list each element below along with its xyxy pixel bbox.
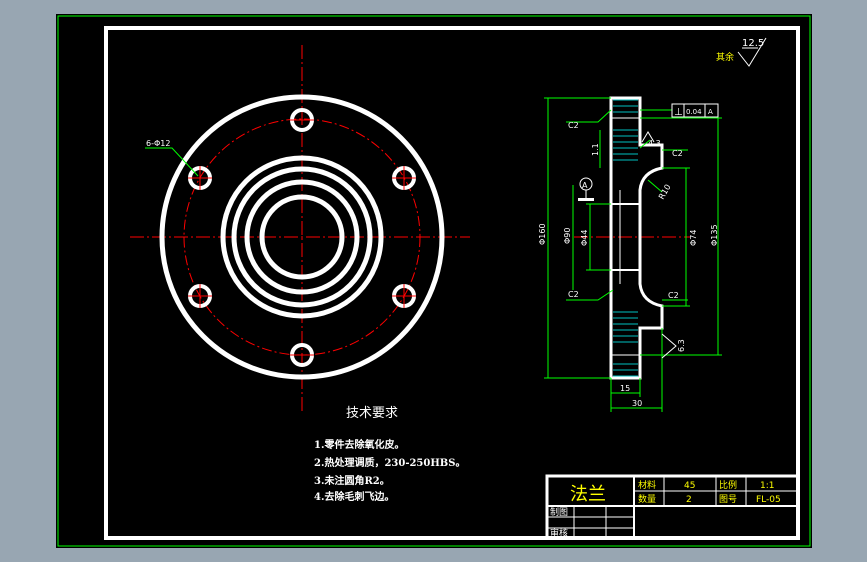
roughness-label: 其余 — [716, 51, 734, 63]
drawing-no-value: FL-05 — [756, 495, 781, 505]
gdt-tolerance: 0.04 — [686, 108, 702, 116]
roughness-mark-icon — [641, 131, 655, 143]
qty-label: 数量 — [638, 493, 656, 505]
dim-text-15: 15 — [620, 384, 630, 393]
hatch-flange-top — [613, 99, 638, 113]
gdt-frame: ⊥ 0.04 A — [671, 103, 719, 118]
front-view: 6-Φ12 — [130, 45, 470, 412]
hatch-lower — [613, 311, 638, 343]
chamfer-label: C2 — [668, 291, 679, 300]
dim-text-11: 1.1 — [591, 143, 600, 156]
scale-value: 1:1 — [760, 481, 774, 491]
roughness-symbol: 12.5 其余 — [716, 37, 767, 67]
inner-frame — [104, 26, 800, 540]
scale-label: 比例 — [719, 479, 737, 491]
hub-circle-2 — [231, 166, 373, 308]
drawing-no-label: 图号 — [719, 494, 737, 505]
dim-text-30: 30 — [632, 399, 642, 408]
gdt-perpendicular-icon: ⊥ — [674, 107, 683, 118]
hole-callout-text: 6-Φ12 — [146, 139, 170, 148]
dim-text-135: Φ135 — [710, 224, 719, 246]
dim-text-90: Φ90 — [563, 228, 572, 244]
bore-circle-1 — [244, 179, 360, 295]
dim-text-63: 6.3 — [677, 339, 686, 352]
hatch-upper — [613, 129, 638, 161]
chamfer-label: C2 — [568, 121, 579, 130]
checked-label: 审核 — [550, 527, 568, 539]
title-block-text: 法兰 材料 45 比例 1:1 数量 2 图号 FL-05 制图 审核 — [550, 479, 781, 539]
drawn-label: 制图 — [550, 506, 568, 518]
chamfer-label: C2 — [672, 149, 683, 158]
material-label: 材料 — [638, 479, 656, 491]
notes-title: 技术要求 — [346, 406, 399, 421]
dim-text-160: Φ160 — [538, 223, 547, 245]
dim-text-44: Φ44 — [580, 230, 589, 246]
roughness-check-icon — [737, 37, 767, 67]
material-value: 45 — [684, 481, 695, 491]
chamfer-label: C2 — [568, 290, 579, 299]
hub-circle-1 — [220, 155, 384, 319]
outer-border — [57, 15, 811, 547]
leader-c2-bot — [566, 289, 614, 301]
note-item: 1.零件去除氧化皮。 — [314, 440, 405, 451]
section-hatch — [613, 99, 638, 377]
leader-43 — [639, 139, 651, 149]
note-item: 4.去除毛刺飞边。 — [314, 492, 395, 503]
datum-foot — [578, 198, 594, 201]
qty-value: 2 — [686, 495, 692, 505]
note-item: 3.未注圆角R2。 — [314, 476, 390, 487]
hatch-flange-bot — [613, 363, 638, 377]
dim-text-74: Φ74 — [689, 230, 698, 246]
leader-c2-top — [566, 109, 612, 123]
dimension-lines — [544, 97, 722, 412]
leader-r10 — [647, 179, 663, 193]
datum-label: A — [582, 181, 588, 190]
hole-callout-leader — [145, 147, 199, 177]
bore-circle-2 — [259, 194, 345, 280]
section-view: A ⊥ 0.04 A Φ160 Φ90 Φ44 Φ74 Φ135 R10 1.1… — [538, 96, 722, 412]
dim-text-43: 4.3 — [648, 139, 661, 148]
flange-outer-circle — [159, 94, 445, 380]
title-block — [545, 474, 800, 540]
roughness-value: 12.5 — [742, 38, 764, 49]
gdt-datum: A — [708, 108, 713, 116]
gdt-box — [671, 103, 719, 118]
part-name: 法兰 — [570, 484, 606, 505]
roughness-mark-icon — [661, 333, 677, 359]
note-item: 2.热处理调质，230-250HBS。 — [314, 458, 466, 469]
